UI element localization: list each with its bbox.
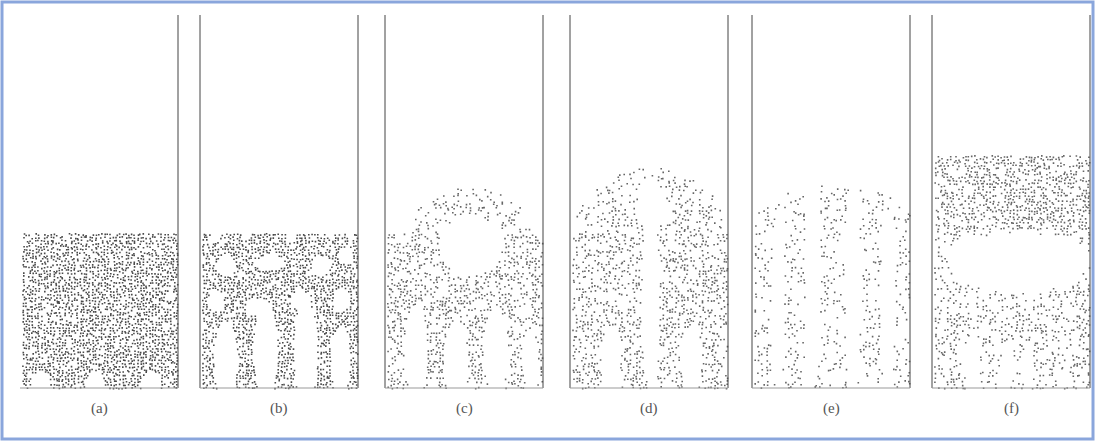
column-base <box>752 388 910 389</box>
column-base <box>200 388 358 389</box>
panel-label: (e) <box>821 400 842 417</box>
column-wall <box>1090 15 1091 388</box>
column-walls <box>20 15 1090 388</box>
column-wall <box>543 15 544 388</box>
column-base <box>932 388 1090 389</box>
panel-label: (d) <box>638 400 660 417</box>
particle-bed <box>572 168 728 390</box>
column-base <box>20 388 178 389</box>
particle-bed <box>202 233 359 390</box>
particle-bed <box>754 186 910 389</box>
column-base <box>385 388 543 389</box>
column-wall <box>385 15 386 388</box>
column-wall <box>752 15 753 388</box>
panel-label: (a) <box>89 400 110 417</box>
panel-label: (b) <box>268 400 290 417</box>
column-base <box>570 388 728 389</box>
column-wall <box>910 15 911 388</box>
panel-label: (c) <box>454 400 475 417</box>
column-wall <box>178 15 179 388</box>
particle-bed <box>387 189 544 390</box>
panel-label: (f) <box>1002 400 1021 417</box>
column-wall <box>200 15 201 388</box>
column-wall <box>932 15 933 388</box>
particle-beds <box>22 155 1090 390</box>
column-wall <box>570 15 571 388</box>
particle-bed <box>934 155 1090 390</box>
particle-bed <box>22 233 178 390</box>
column-wall <box>728 15 729 388</box>
column-wall <box>358 15 359 388</box>
